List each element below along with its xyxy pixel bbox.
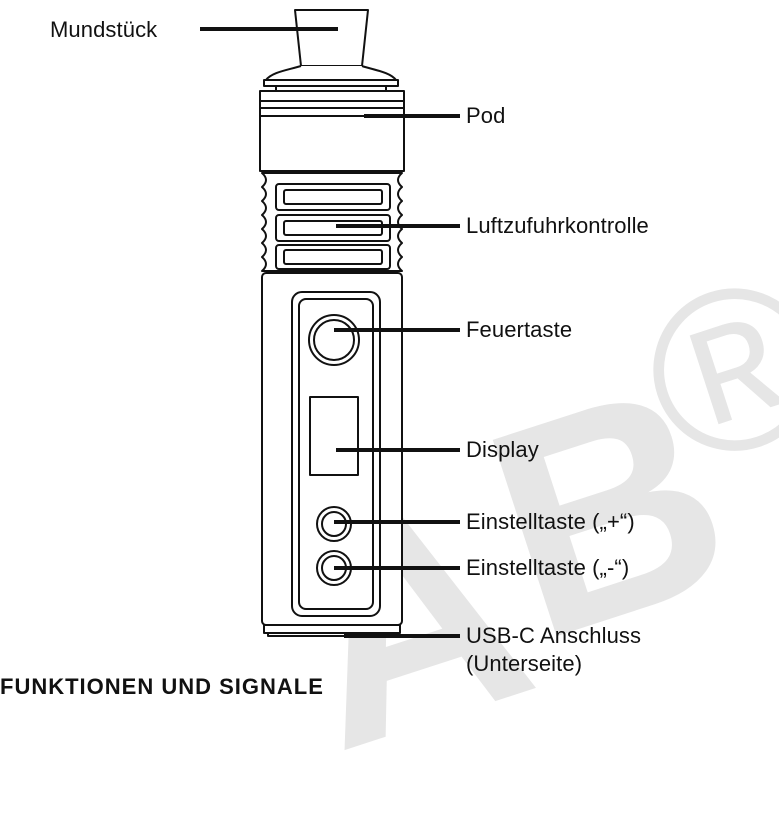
label-mouthpiece: Mundstück (50, 17, 158, 42)
mouthpiece-illustration (263, 9, 399, 92)
airflow-ring-illustration (261, 172, 403, 272)
label-usb-line2: (Unterseite) (466, 651, 583, 676)
cutoff-section-heading: FUNKTIONEN UND SIGNALE (0, 674, 324, 699)
device-diagram (200, 9, 460, 638)
pod-illustration (259, 90, 405, 172)
label-usb-line1: USB-C Anschluss (466, 623, 642, 648)
display-illustration (309, 396, 359, 476)
fire-button-illustration (308, 314, 360, 366)
label-minus-button: Einstelltaste („-“) (466, 555, 630, 580)
label-airflow: Luftzufuhrkontrolle (466, 213, 649, 238)
label-fire-button: Feuertaste (466, 317, 573, 342)
label-pod: Pod (466, 103, 506, 128)
label-plus-button: Einstelltaste („+“) (466, 509, 635, 534)
label-display: Display (466, 437, 539, 462)
